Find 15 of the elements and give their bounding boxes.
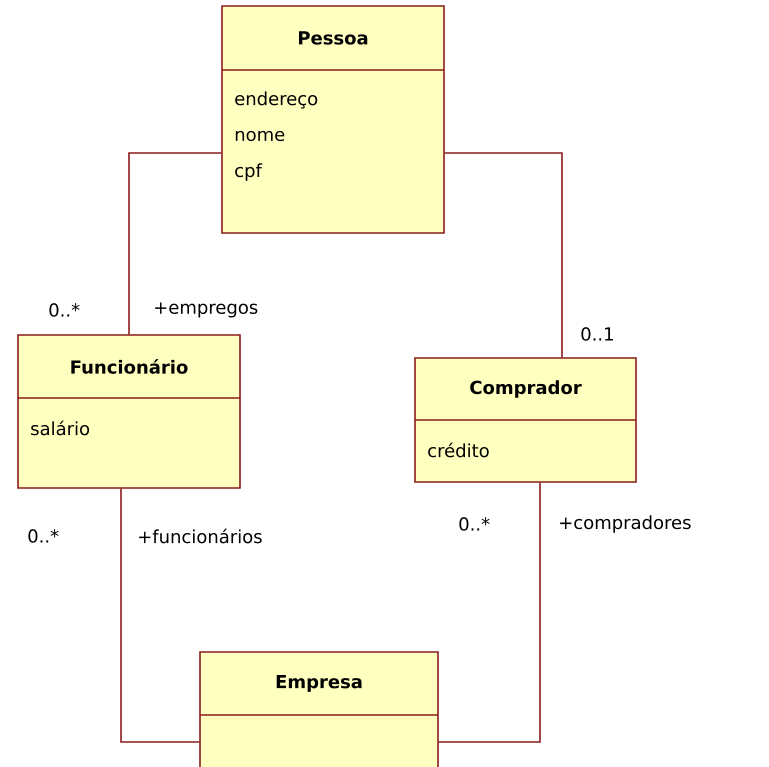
class-box: Comprador crédito	[414, 357, 637, 483]
association-end-label: +empregos	[155, 302, 258, 318]
association-line	[120, 488, 200, 743]
association-end-label: 0..*	[459, 517, 490, 531]
association-end-label: +funcionários	[139, 528, 262, 544]
association-end-label: +compradores	[560, 515, 691, 533]
association-end-label: 0..*	[28, 529, 59, 543]
class-box: Funcionário salário	[17, 334, 241, 489]
class-box: Pessoa endereço nome cpf	[221, 5, 445, 234]
association-end-label: 0..*	[49, 303, 80, 317]
class-box: Empresa	[199, 651, 439, 767]
association-end-label: 0..1	[581, 327, 613, 341]
association-line	[128, 152, 222, 334]
association-line	[438, 482, 541, 743]
association-line	[444, 152, 563, 358]
